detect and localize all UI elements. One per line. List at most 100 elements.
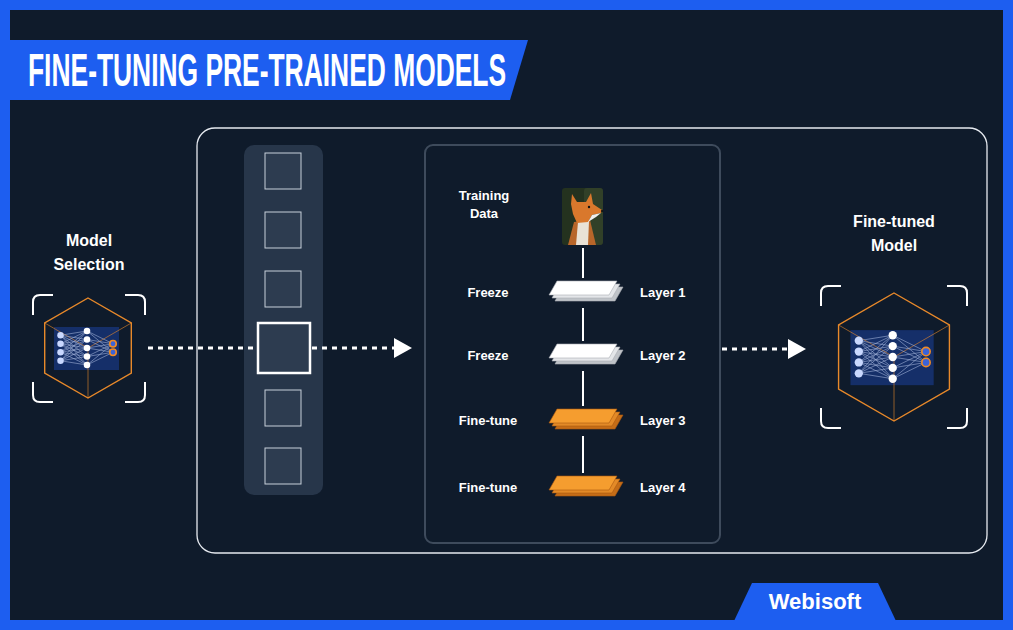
layer-connector	[582, 371, 584, 406]
focus-bracket	[821, 286, 841, 306]
fox-body	[568, 220, 596, 245]
model-slot	[265, 212, 301, 248]
network-link	[87, 352, 113, 365]
network-neuron	[889, 353, 897, 361]
focus-bracket	[125, 295, 145, 315]
process-frame	[197, 128, 987, 553]
fox-cheek	[588, 213, 601, 222]
node-text: Layer 3	[640, 410, 710, 432]
layer-sheet	[549, 344, 617, 358]
focus-bracket	[125, 382, 145, 402]
node-text: Fine-tune	[455, 477, 521, 499]
network-neuron	[855, 369, 863, 377]
flow-arrowhead	[788, 339, 806, 359]
layer-connector	[582, 436, 584, 473]
selected-model-slot	[258, 323, 310, 373]
network-link	[893, 362, 926, 378]
network-output	[922, 358, 930, 366]
frozen-layer: FreezeLayer 2	[455, 341, 705, 371]
fine-tuned-model-node: Fine-tuned Model	[818, 209, 970, 434]
network-link	[859, 335, 893, 373]
network-link	[859, 352, 893, 379]
layer-stack	[547, 344, 629, 368]
fox-nose	[601, 210, 603, 212]
network-neuron	[84, 345, 91, 352]
node-text: Layer 2	[640, 345, 710, 367]
network-link	[87, 331, 113, 344]
focus-bracket	[947, 286, 967, 306]
fox-eye	[588, 206, 590, 208]
network-output	[110, 349, 117, 356]
model-column	[244, 145, 323, 495]
dashed-flow-line	[148, 347, 256, 350]
dark-canvas	[10, 10, 1003, 620]
network-neuron	[889, 364, 897, 372]
model-slot	[265, 390, 301, 426]
frozen-layer: FreezeLayer 1	[455, 278, 705, 308]
network-neuron	[889, 375, 897, 383]
network-neuron	[57, 349, 64, 356]
network-link	[893, 352, 926, 379]
network-link	[87, 331, 113, 352]
network-neuron	[84, 336, 91, 343]
network-link	[61, 331, 88, 361]
network-neuron	[889, 331, 897, 339]
network-link	[859, 357, 893, 373]
training-panel	[425, 145, 720, 543]
network-neuron	[84, 328, 91, 335]
node-text: Freeze	[455, 345, 521, 367]
network-link	[61, 340, 88, 361]
dashed-flow-line	[312, 347, 396, 350]
node-text: Training Data	[450, 187, 518, 223]
model-slot	[265, 271, 301, 307]
layer-connector	[582, 248, 584, 278]
network-link	[61, 357, 88, 361]
layer-stack	[547, 281, 629, 305]
network-link	[61, 335, 88, 365]
node-text: Fine-tuned Model	[839, 210, 949, 258]
network-link	[61, 331, 88, 352]
model-slot	[265, 448, 301, 484]
network-link	[61, 344, 88, 365]
network-link	[87, 344, 113, 365]
focus-bracket	[33, 295, 53, 315]
training-image	[562, 188, 603, 245]
model-icon	[818, 283, 970, 431]
layer-sheet	[549, 281, 617, 295]
fox-chest	[576, 221, 589, 245]
layer-connector	[582, 308, 584, 341]
layer-sheet	[549, 409, 617, 423]
cube-edge	[88, 323, 131, 348]
network-output	[110, 341, 117, 348]
flow-arrowhead	[394, 338, 412, 358]
network-link	[61, 348, 88, 361]
network-link	[893, 335, 926, 362]
network-output	[922, 347, 930, 355]
network-neuron	[84, 353, 91, 360]
network-link	[61, 361, 88, 365]
network-neuron	[855, 337, 863, 345]
network-link	[859, 368, 893, 373]
network-neuron	[889, 342, 897, 350]
network-link	[859, 341, 893, 379]
layer-sheet	[549, 476, 617, 490]
node-text: Fine-tune	[455, 410, 521, 432]
training-data-node: Training Data	[450, 186, 610, 248]
network-neuron	[57, 332, 64, 339]
network-link	[893, 335, 926, 351]
network-neuron	[84, 362, 91, 369]
layer-stack	[547, 409, 629, 433]
dashed-flow-line	[722, 348, 790, 351]
network-link	[859, 373, 893, 378]
network-neuron	[855, 347, 863, 355]
model-slot	[265, 153, 301, 189]
network-link	[859, 335, 893, 362]
focus-bracket	[33, 382, 53, 402]
model-icon	[30, 292, 148, 405]
model-cube	[45, 298, 132, 398]
title-text: FINE-TUNING PRE-TRAINED MODELS	[28, 44, 506, 96]
node-text: Layer 4	[640, 477, 710, 499]
brand-logo: Webisoft	[734, 585, 896, 619]
